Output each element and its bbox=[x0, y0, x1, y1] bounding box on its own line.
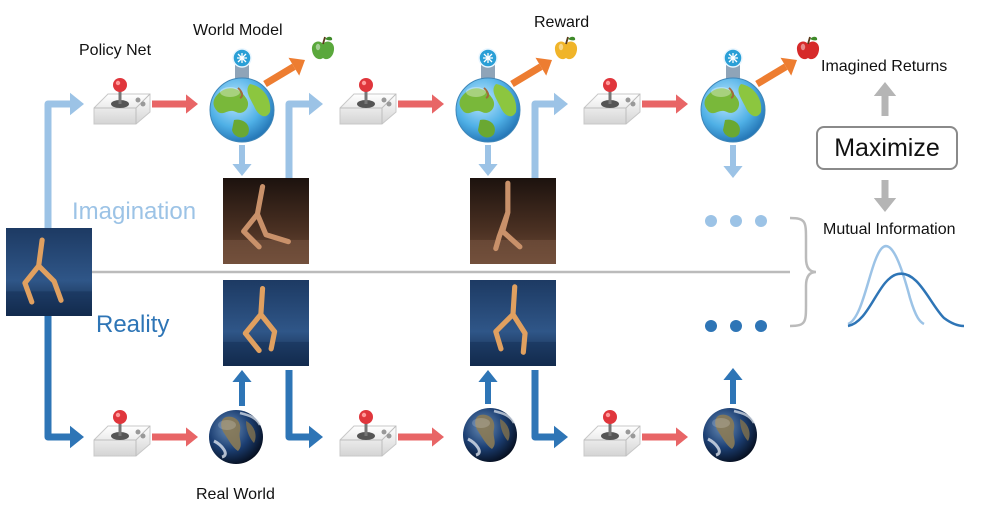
earth-to-frame-arrow-2 bbox=[478, 370, 498, 404]
reward-label: Reward bbox=[534, 14, 590, 31]
policy-net-joystick-icon-2 bbox=[339, 78, 397, 125]
mutual-information-brace bbox=[789, 216, 817, 328]
reality-ellipsis-dot-1 bbox=[705, 320, 717, 332]
real-link-arrow-1 bbox=[285, 370, 323, 449]
imagination-ellipsis-dot-2 bbox=[730, 215, 742, 227]
reward-apple-icon-green bbox=[311, 36, 335, 60]
action-arrow-2 bbox=[398, 94, 444, 114]
imag-link-arrow-2 bbox=[531, 92, 568, 178]
wm-to-frame-arrow-1 bbox=[232, 145, 252, 176]
real-frame-1 bbox=[223, 280, 309, 366]
earth-to-frame-arrow-1 bbox=[232, 370, 252, 406]
action-arrow-3 bbox=[642, 94, 688, 114]
wm-to-dots-arrow bbox=[723, 145, 743, 178]
action-arrow-4 bbox=[152, 427, 198, 447]
reward-apple-icon-yellow bbox=[554, 36, 578, 60]
action-arrow-1 bbox=[152, 94, 198, 114]
real-frame-2 bbox=[470, 280, 556, 366]
real-earth-icon-2 bbox=[463, 408, 517, 462]
action-arrow-5 bbox=[398, 427, 444, 447]
wm-to-frame-arrow-2 bbox=[478, 145, 498, 176]
action-arrow-6 bbox=[642, 427, 688, 447]
world-model-label: World Model bbox=[193, 22, 283, 39]
imagined-frame-1 bbox=[223, 178, 309, 264]
real-link-arrow-2 bbox=[531, 370, 568, 449]
imagined-frame-2 bbox=[470, 178, 556, 264]
world-model-globe-icon-3 bbox=[700, 48, 766, 143]
world-model-globe-icon-1 bbox=[209, 48, 275, 143]
imagination-branch-arrow bbox=[44, 92, 84, 228]
reality-ellipsis-dot-2 bbox=[730, 320, 742, 332]
world-model-globe-icon-2 bbox=[455, 48, 521, 143]
real-world-label: Real World bbox=[196, 486, 275, 503]
maximize-box: Maximize bbox=[816, 126, 958, 170]
imag-link-arrow-1 bbox=[285, 92, 323, 178]
maximize-up-arrow bbox=[873, 82, 897, 116]
policy-net-joystick-icon-1 bbox=[93, 78, 151, 125]
initial-state-frame bbox=[6, 228, 92, 316]
imagination-ellipsis-dot-1 bbox=[705, 215, 717, 227]
real-distribution-curve bbox=[847, 272, 965, 328]
real-earth-icon-1 bbox=[209, 410, 263, 464]
maximize-down-arrow bbox=[873, 180, 897, 212]
imagined-distribution-curve bbox=[847, 244, 925, 326]
reality-label: Reality bbox=[96, 311, 170, 338]
reward-arrow-2 bbox=[510, 57, 552, 88]
imagination-label: Imagination bbox=[72, 198, 197, 225]
reality-ellipsis-dot-3 bbox=[755, 320, 767, 332]
policy-net-joystick-icon-3 bbox=[583, 78, 641, 125]
earth-to-dots-arrow bbox=[723, 368, 743, 404]
reward-arrow-1 bbox=[263, 57, 305, 88]
real-earth-icon-3 bbox=[703, 408, 757, 462]
mutual-information-label: Mutual Information bbox=[823, 221, 956, 238]
reality-branch-arrow bbox=[44, 316, 84, 449]
policy-joystick-icon-real-3 bbox=[583, 410, 641, 457]
imagination-ellipsis-dot-3 bbox=[755, 215, 767, 227]
reward-apple-icon-red bbox=[796, 36, 820, 60]
policy-joystick-icon-real-1 bbox=[93, 410, 151, 457]
policy-joystick-icon-real-2 bbox=[339, 410, 397, 457]
policy-net-label: Policy Net bbox=[79, 42, 152, 59]
imagined-returns-label: Imagined Returns bbox=[821, 58, 948, 75]
reward-arrow-3 bbox=[755, 57, 797, 88]
